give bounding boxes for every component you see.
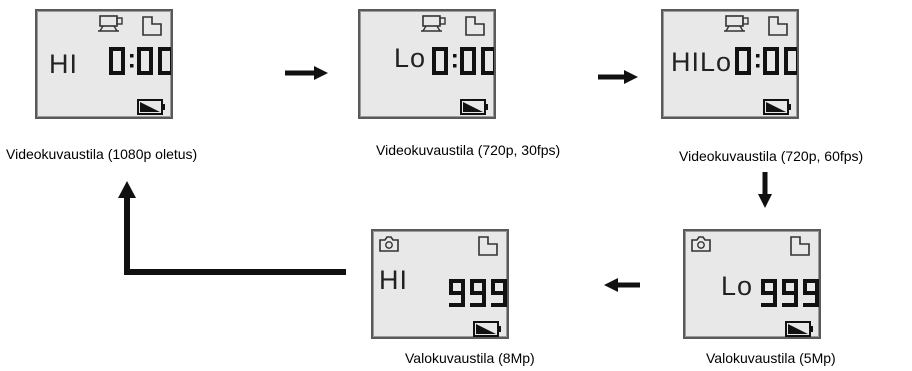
digit-0	[735, 47, 751, 75]
digit-0	[784, 47, 797, 75]
battery-icon	[785, 321, 813, 337]
battery-icon	[137, 99, 165, 115]
battery-icon	[460, 99, 488, 115]
colon-dot	[756, 54, 760, 58]
resolution-mode-label: Lo	[721, 271, 754, 301]
digit-9	[803, 279, 819, 307]
photo-camera-icon	[691, 236, 711, 252]
resolution-mode-label: HI	[49, 49, 78, 79]
resolution-mode-label: HILo	[671, 47, 733, 77]
arrow-left	[604, 278, 640, 292]
memory-card-icon	[768, 16, 788, 36]
lcd-screen-video-720p-60: HILo 0:00	[661, 9, 799, 119]
digital-counter: 999	[449, 279, 507, 307]
digit-9	[782, 279, 798, 307]
colon-dot	[130, 64, 134, 68]
digit-0	[481, 47, 494, 75]
colon-dot	[130, 54, 134, 58]
video-camera-icon	[421, 15, 446, 32]
lcd-screen-photo-8mp: HI 999	[371, 229, 509, 339]
video-camera-icon	[98, 15, 123, 32]
colon-dot	[453, 54, 457, 58]
arrow-down	[758, 172, 772, 208]
digit-0	[460, 47, 476, 75]
digit-9	[449, 279, 465, 307]
digital-counter: 0:00	[432, 47, 494, 75]
battery-icon	[763, 99, 791, 115]
digit-9	[761, 279, 777, 307]
battery-icon	[473, 321, 501, 337]
digit-0	[158, 47, 171, 75]
lcd-screen-video-1080p: HI 0:00	[35, 9, 173, 119]
resolution-mode-label: Lo	[394, 43, 427, 73]
arrow-right-2	[598, 70, 638, 84]
caption-photo-8mp: Valokuvaustila (8Mp)	[405, 350, 535, 366]
digital-counter: 999	[761, 279, 819, 307]
digit-9	[470, 279, 486, 307]
caption-video-720p-60: Videokuvaustila (720p, 60fps)	[679, 148, 864, 164]
memory-card-icon	[465, 16, 485, 36]
digital-counter: 0:00	[109, 47, 171, 75]
digital-counter: 0:00	[735, 47, 797, 75]
caption-video-720p-30: Videokuvaustila (720p, 30fps)	[376, 142, 561, 158]
digit-0	[137, 47, 153, 75]
arrow-return	[118, 181, 346, 275]
photo-camera-icon	[379, 236, 399, 252]
digit-9	[491, 279, 507, 307]
caption-photo-5mp: Valokuvaustila (5Mp)	[706, 350, 836, 366]
memory-card-icon	[790, 236, 810, 256]
lcd-screen-video-720p-30: Lo 0:00	[358, 9, 496, 119]
digit-0	[432, 47, 448, 75]
video-camera-icon	[724, 15, 749, 32]
memory-card-icon	[478, 236, 498, 256]
resolution-mode-label: HI	[379, 265, 408, 295]
lcd-screen-photo-5mp: Lo 999	[683, 229, 821, 339]
memory-card-icon	[142, 16, 162, 36]
colon-dot	[453, 64, 457, 68]
arrow-right-1	[285, 66, 328, 80]
digit-0	[109, 47, 125, 75]
colon-dot	[756, 64, 760, 68]
caption-video-1080p: Videokuvaustila (1080p oletus)	[6, 146, 198, 162]
digit-0	[763, 47, 779, 75]
